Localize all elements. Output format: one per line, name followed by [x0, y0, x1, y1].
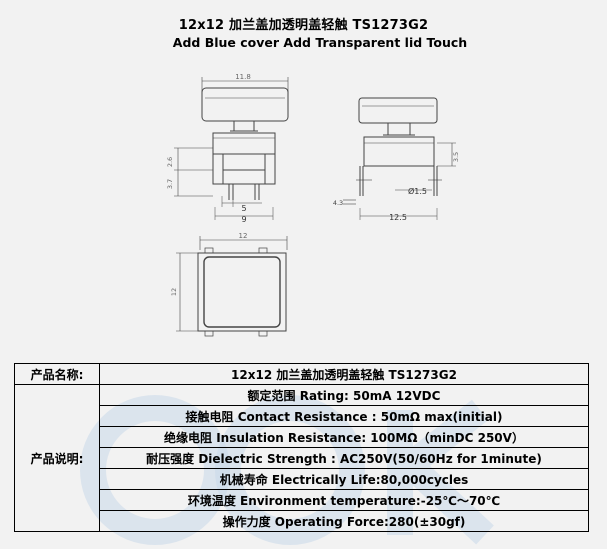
spec-dielectric-strength: 耐压强度 Dielectric Strength : AC250V(50/60H… — [99, 447, 589, 469]
name-label: 产品名称: — [14, 363, 100, 385]
spec-contact-resistance: 接触电阻 Contact Resistance : 50mΩ max(initi… — [99, 405, 589, 427]
front-base-dim: 9 — [241, 215, 246, 224]
side-width-dim: 12.5 — [389, 213, 407, 222]
table-row: 接触电阻 Contact Resistance : 50mΩ max(initi… — [15, 405, 589, 427]
front-h2-dim: 3.7 — [166, 179, 174, 189]
name-value: 12x12 加兰盖加透明盖轻触 TS1273G2 — [99, 363, 589, 385]
table-row: 绝缘电阻 Insulation Resistance: 100MΩ（minDC … — [15, 426, 589, 448]
technical-drawing: 11.8 2.6 3.7 5 9 — [166, 73, 460, 337]
spec-environment-temperature: 环境温度 Environment temperature:-25℃～70℃ — [99, 489, 589, 511]
side-phi-dim: Ø1.5 — [408, 186, 427, 196]
table-row: 环境温度 Environment temperature:-25℃～70℃ — [15, 489, 589, 511]
side-view: 3.5 Ø1.5 4.3 12.5 — [333, 97, 460, 222]
drawing-title: 12x12 加兰盖加透明盖轻触 TS1273G2 — [178, 18, 429, 33]
front-view: 11.8 2.6 3.7 5 9 — [166, 73, 289, 224]
front-width-dim: 11.8 — [235, 73, 251, 81]
spec-table: 产品名称: 12x12 加兰盖加透明盖轻触 TS1273G2 产品说明: 额定范… — [14, 363, 589, 532]
table-row: 产品说明: 额定范围 Rating: 50mA 12VDC — [14, 384, 589, 532]
side-h-dim: 3.5 — [452, 152, 460, 162]
desc-label: 产品说明: — [14, 384, 100, 532]
table-row: 耐压强度 Dielectric Strength : AC250V(50/60H… — [15, 447, 589, 469]
spec-rating: 额定范围 Rating: 50mA 12VDC — [99, 384, 589, 406]
table-row: 产品名称: 12x12 加兰盖加透明盖轻触 TS1273G2 — [14, 363, 589, 385]
front-h1-dim: 2.6 — [166, 157, 174, 167]
side-d1-dim: 4.3 — [333, 199, 343, 207]
top-width-dim: 12 — [239, 232, 248, 240]
top-height-dim: 12 — [170, 288, 178, 296]
spec-life: 机械寿命 Electrically Life:80,000cycles — [99, 468, 589, 490]
drawing-subtitle: Add Blue cover Add Transparent lid Touch — [172, 35, 468, 50]
spec-operating-force: 操作力度 Operating Force:280(±30gf) — [99, 510, 589, 532]
table-row: 操作力度 Operating Force:280(±30gf) — [15, 510, 589, 532]
top-view: 12 12 — [170, 232, 288, 337]
front-pitch-dim: 5 — [241, 204, 246, 213]
table-row: 机械寿命 Electrically Life:80,000cycles — [15, 468, 589, 490]
spec-insulation-resistance: 绝缘电阻 Insulation Resistance: 100MΩ（minDC … — [99, 426, 589, 448]
